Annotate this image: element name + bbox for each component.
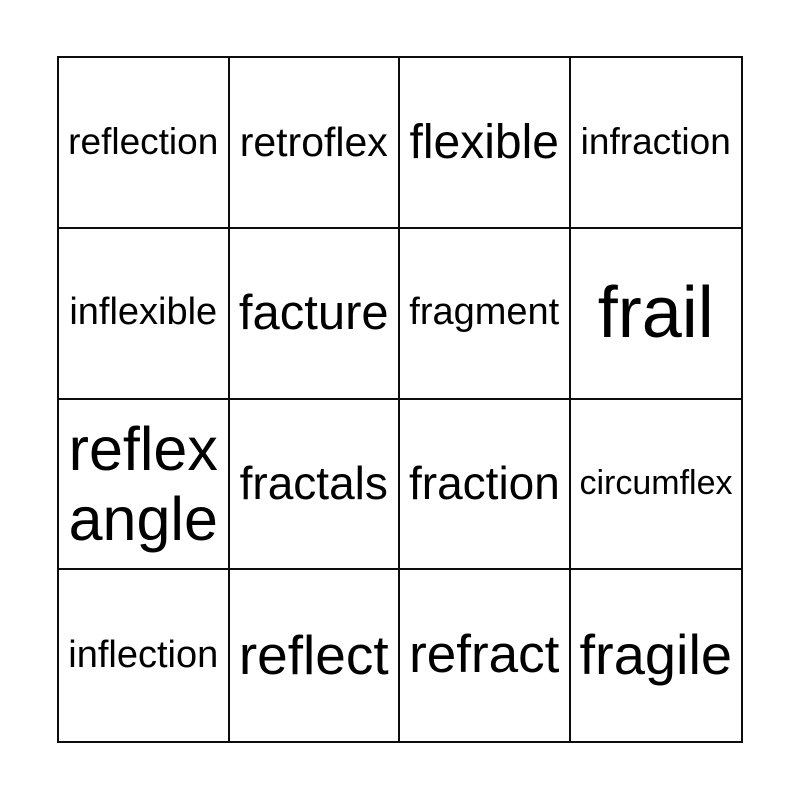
bingo-cell-r3c0[interactable]: inflection (59, 570, 230, 741)
bingo-cell-r1c0[interactable]: inflexible (59, 228, 230, 400)
bingo-cell-r1c3[interactable]: frail (570, 228, 741, 400)
bingo-cell-word: reflex angle (68, 414, 218, 553)
bingo-cell-word: fractals (239, 457, 388, 510)
bingo-cell-r2c3[interactable]: circumflex (570, 399, 741, 571)
bingo-cell-word: circumflex (579, 464, 733, 503)
bingo-cell-word: inflexible (69, 291, 218, 334)
bingo-card-grid: reflection retroflex flexible infraction… (57, 56, 743, 743)
bingo-cell-r3c3[interactable]: fragile (570, 570, 741, 741)
bingo-cell-r0c1[interactable]: retroflex (229, 58, 400, 229)
bingo-cell-r2c0[interactable]: reflex angle (59, 399, 230, 571)
bingo-cell-r0c0[interactable]: reflection (59, 58, 230, 229)
bingo-cell-word: fragment (409, 291, 560, 334)
bingo-cell-word: fraction (409, 457, 560, 510)
bingo-cell-r1c2[interactable]: fragment (400, 228, 571, 400)
bingo-cell-r0c3[interactable]: infraction (570, 58, 741, 229)
bingo-cell-word: refract (409, 625, 560, 685)
bingo-cell-r0c2[interactable]: flexible (400, 58, 571, 229)
bingo-cell-word: fragile (579, 623, 733, 687)
bingo-cell-word: infraction (580, 121, 731, 163)
bingo-cell-word: retroflex (239, 118, 388, 165)
bingo-cell-word: flexible (409, 115, 559, 169)
bingo-cell-word: reflection (68, 121, 219, 163)
bingo-cell-r1c1[interactable]: facture (229, 228, 400, 400)
bingo-cell-r3c2[interactable]: refract (400, 570, 571, 741)
bingo-cell-r2c1[interactable]: fractals (229, 399, 400, 571)
bingo-cell-r3c1[interactable]: reflect (229, 570, 400, 741)
bingo-cell-word: facture (238, 285, 389, 340)
bingo-cell-word: frail (597, 272, 714, 353)
bingo-cell-word: reflect (238, 624, 389, 686)
bingo-cell-word: inflection (68, 633, 219, 676)
bingo-cell-r2c2[interactable]: fraction (400, 399, 571, 571)
